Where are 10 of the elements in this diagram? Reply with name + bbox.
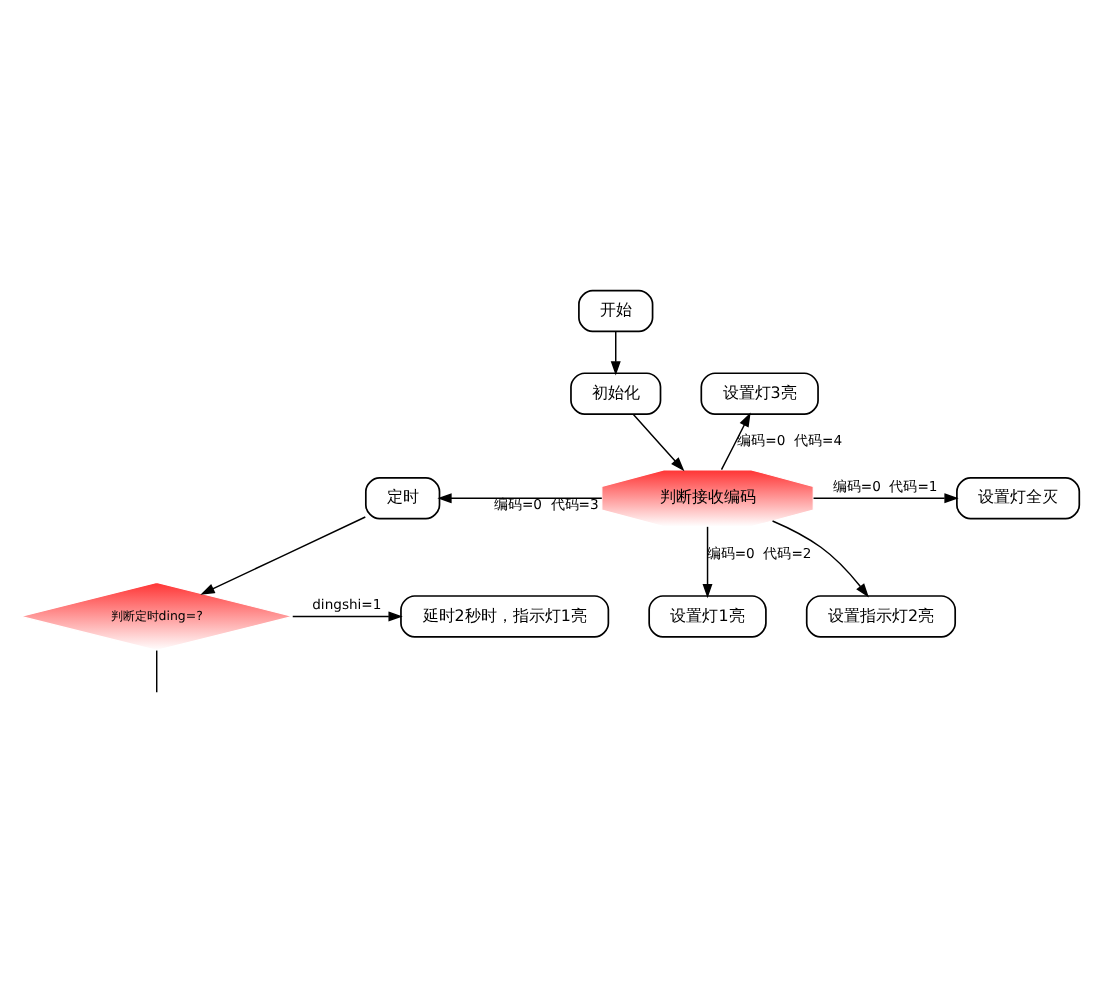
- arrow: [200, 516, 367, 595]
- arrow: [771, 520, 869, 598]
- arrow: [437, 493, 603, 504]
- connector: [155, 649, 158, 693]
- arrow: [610, 330, 621, 376]
- arrow: [702, 526, 713, 599]
- arrow: [292, 611, 403, 622]
- arrow: [812, 493, 959, 504]
- arrow: [720, 412, 751, 471]
- arrow: [632, 413, 685, 472]
